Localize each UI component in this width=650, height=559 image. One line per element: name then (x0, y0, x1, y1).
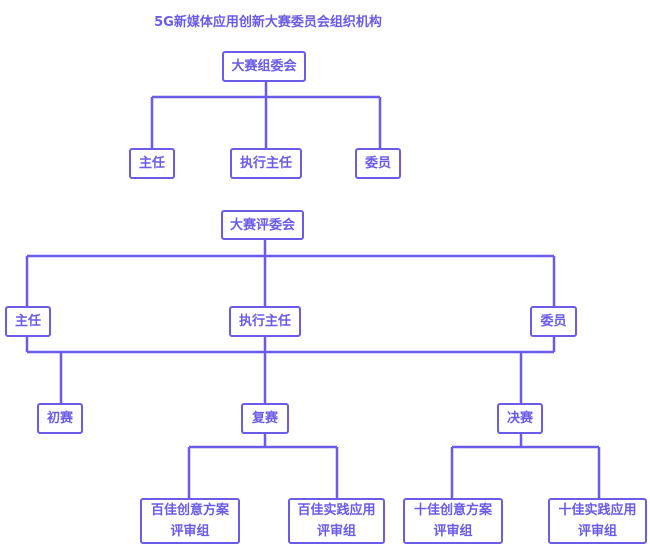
org-member-node: 委员 (355, 148, 401, 179)
group-suffix: 评审组 (316, 524, 356, 539)
group-name: 十佳实践应用 (558, 503, 637, 518)
group-node: 十佳创意方案评审组 (403, 498, 503, 544)
connector-fusai (187, 434, 339, 498)
preliminary-round-node: 初赛 (37, 403, 83, 434)
group-name: 百佳创意方案 (150, 503, 229, 518)
group-suffix: 评审组 (433, 524, 473, 539)
connector-stages (25, 337, 556, 404)
group-suffix: 评审组 (170, 524, 210, 539)
final-round-node: 决赛 (497, 403, 543, 434)
judge-member-node: 委员 (530, 306, 577, 337)
organizing-committee-node: 大赛组委会 (222, 51, 306, 82)
connector-juesai (450, 434, 601, 498)
group-node: 百佳实践应用评审组 (288, 498, 385, 544)
judging-committee-node: 大赛评委会 (221, 210, 304, 240)
org-director-node: 主任 (129, 148, 175, 179)
page-title: 5G新媒体应用创新大赛委员会组织机构 (154, 15, 382, 30)
connector-organizing (150, 82, 382, 148)
group-name: 百佳实践应用 (297, 503, 376, 518)
judge-executive-director-node: 执行主任 (229, 306, 301, 337)
group-node: 十佳实践应用评审组 (548, 498, 647, 544)
org-executive-director-node: 执行主任 (230, 148, 302, 179)
group-node: 百佳创意方案评审组 (140, 498, 240, 544)
judge-director-node: 主任 (5, 306, 51, 337)
semifinal-round-node: 复赛 (241, 403, 289, 434)
connector-judging (25, 240, 556, 306)
group-name: 十佳创意方案 (413, 503, 492, 518)
group-suffix: 评审组 (577, 524, 617, 539)
